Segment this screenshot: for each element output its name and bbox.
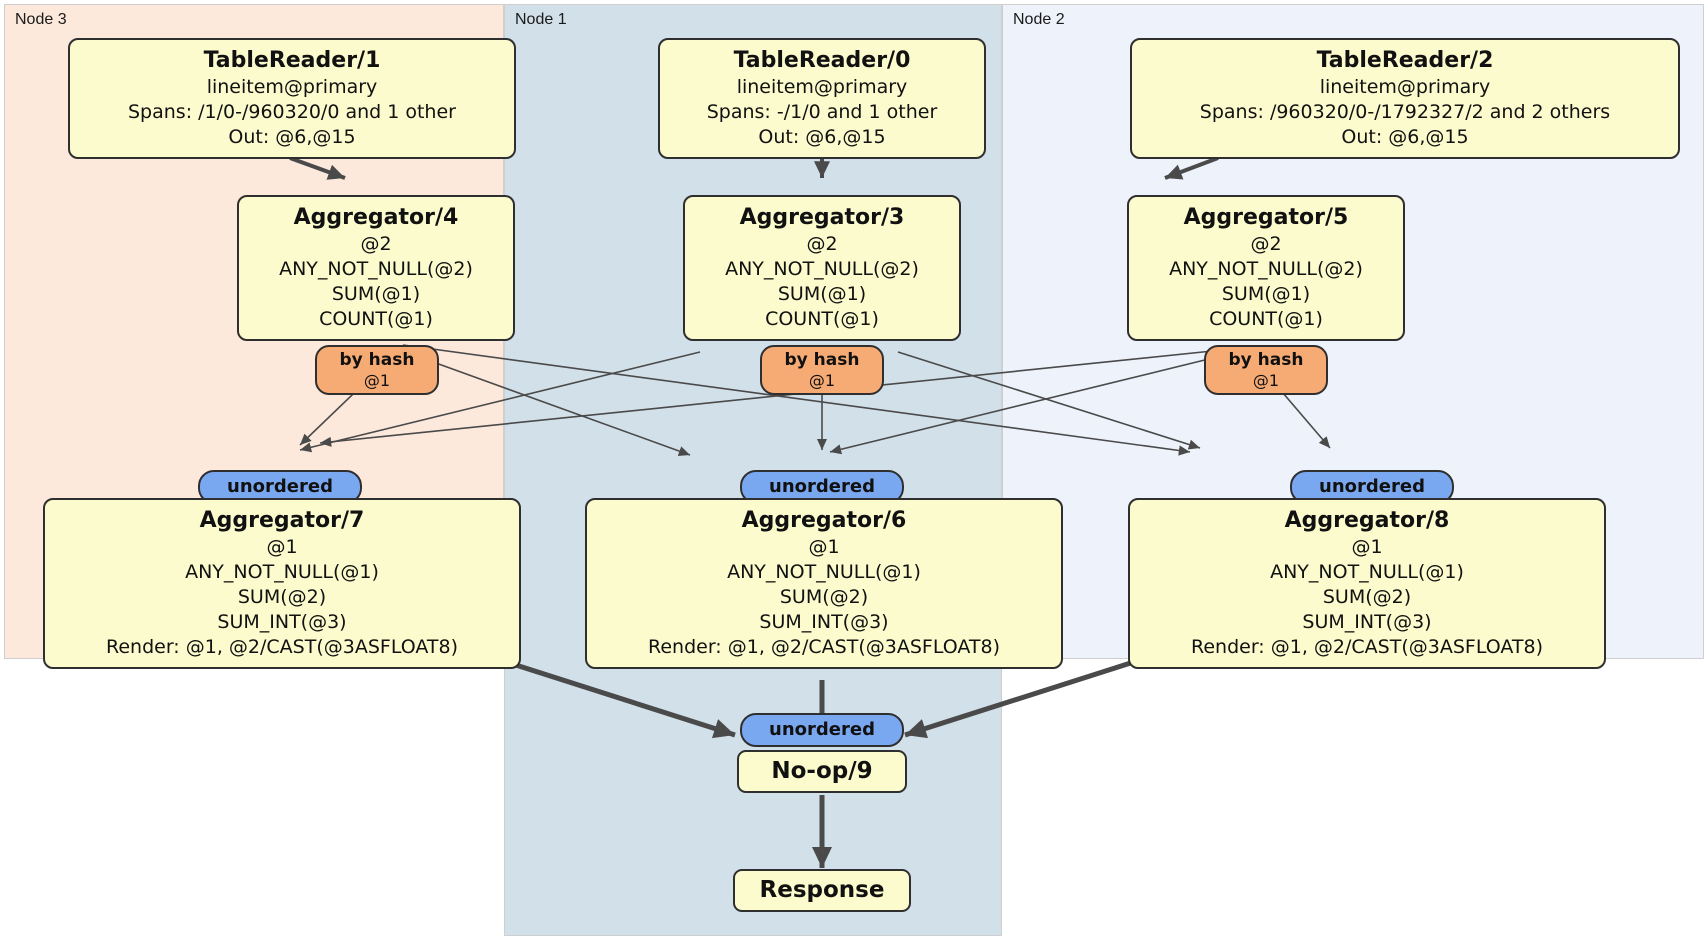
processor-response[interactable]: Response: [733, 869, 911, 912]
processor-title: Aggregator/7: [199, 508, 365, 533]
processor-table-reader-2[interactable]: TableReader/2 lineitem@primary Spans: /9…: [1130, 38, 1680, 159]
processor-aggregator-7[interactable]: Aggregator/7 @1 ANY_NOT_NULL(@1) SUM(@2)…: [43, 498, 521, 669]
processor-aggregator-5[interactable]: Aggregator/5 @2 ANY_NOT_NULL(@2) SUM(@1)…: [1127, 195, 1405, 341]
processor-detail-render: Render: @1, @2/CAST(@3ASFLOAT8): [1191, 636, 1543, 658]
processor-detail-agg-3: COUNT(@1): [1209, 308, 1323, 330]
processor-detail-agg-2: SUM(@1): [331, 283, 421, 305]
processor-title: Aggregator/8: [1284, 508, 1450, 533]
processor-title: TableReader/0: [733, 48, 911, 73]
node-panel-label-node-1: Node 1: [515, 11, 567, 28]
processor-title: Response: [759, 877, 885, 903]
processor-detail-groupcol: @2: [806, 233, 838, 255]
processor-detail-agg-3: COUNT(@1): [319, 308, 433, 330]
processor-detail-agg-1: ANY_NOT_NULL(@1): [727, 561, 921, 583]
processor-detail-spans: Spans: -/1/0 and 1 other: [706, 101, 938, 123]
processor-detail-table: lineitem@primary: [206, 76, 378, 98]
processor-aggregator-3[interactable]: Aggregator/3 @2 ANY_NOT_NULL(@2) SUM(@1)…: [683, 195, 961, 341]
router-unordered-final[interactable]: unordered: [740, 713, 904, 747]
router-label: by hash: [1228, 350, 1304, 370]
router-by-hash-left[interactable]: by hash @1: [315, 345, 439, 395]
processor-detail-agg-1: ANY_NOT_NULL(@2): [725, 258, 919, 280]
processor-table-reader-0[interactable]: TableReader/0 lineitem@primary Spans: -/…: [658, 38, 986, 159]
processor-detail-spans: Spans: /960320/0-/1792327/2 and 2 others: [1199, 101, 1611, 123]
processor-detail-out: Out: @6,@15: [758, 126, 886, 148]
processor-detail-agg-3: COUNT(@1): [765, 308, 879, 330]
processor-detail-render: Render: @1, @2/CAST(@3ASFLOAT8): [648, 636, 1000, 658]
node-panel-label-node-2: Node 2: [1013, 11, 1065, 28]
router-label: unordered: [769, 476, 875, 497]
processor-detail-groupcol: @1: [266, 536, 298, 558]
processor-detail-agg-3: SUM_INT(@3): [1302, 611, 1432, 633]
processor-detail-agg-2: SUM(@1): [777, 283, 867, 305]
processor-detail-agg-2: SUM(@2): [1322, 586, 1412, 608]
processor-detail-render: Render: @1, @2/CAST(@3ASFLOAT8): [106, 636, 458, 658]
router-label: unordered: [1319, 476, 1425, 497]
router-label: by hash: [784, 350, 860, 370]
processor-title: Aggregator/4: [293, 205, 459, 230]
processor-aggregator-6[interactable]: Aggregator/6 @1 ANY_NOT_NULL(@1) SUM(@2)…: [585, 498, 1063, 669]
processor-aggregator-4[interactable]: Aggregator/4 @2 ANY_NOT_NULL(@2) SUM(@1)…: [237, 195, 515, 341]
processor-detail-groupcol: @2: [360, 233, 392, 255]
processor-detail-out: Out: @6,@15: [228, 126, 356, 148]
router-column: @1: [1252, 371, 1280, 390]
processor-title: Aggregator/3: [739, 205, 905, 230]
processor-detail-spans: Spans: /1/0-/960320/0 and 1 other: [128, 101, 456, 123]
processor-detail-groupcol: @1: [1351, 536, 1383, 558]
processor-no-op-9[interactable]: No-op/9: [737, 750, 907, 793]
processor-detail-agg-3: SUM_INT(@3): [217, 611, 347, 633]
router-label: unordered: [769, 719, 875, 740]
processor-title: Aggregator/5: [1183, 205, 1349, 230]
node-panel-label-node-3: Node 3: [15, 11, 67, 28]
processor-title: TableReader/2: [1316, 48, 1494, 73]
processor-detail-agg-2: SUM(@2): [779, 586, 869, 608]
router-by-hash-center[interactable]: by hash @1: [760, 345, 884, 395]
router-column: @1: [808, 371, 836, 390]
processor-detail-agg-3: SUM_INT(@3): [759, 611, 889, 633]
processor-detail-table: lineitem@primary: [736, 76, 908, 98]
processor-detail-groupcol: @1: [808, 536, 840, 558]
processor-table-reader-1[interactable]: TableReader/1 lineitem@primary Spans: /1…: [68, 38, 516, 159]
processor-detail-agg-1: ANY_NOT_NULL(@1): [1270, 561, 1464, 583]
router-label: by hash: [339, 350, 415, 370]
processor-title: No-op/9: [771, 758, 873, 784]
processor-title: TableReader/1: [203, 48, 381, 73]
processor-detail-agg-1: ANY_NOT_NULL(@2): [1169, 258, 1363, 280]
processor-detail-table: lineitem@primary: [1319, 76, 1491, 98]
processor-detail-agg-1: ANY_NOT_NULL(@2): [279, 258, 473, 280]
processor-detail-agg-2: SUM(@2): [237, 586, 327, 608]
processor-aggregator-8[interactable]: Aggregator/8 @1 ANY_NOT_NULL(@1) SUM(@2)…: [1128, 498, 1606, 669]
router-column: @1: [363, 371, 391, 390]
processor-detail-out: Out: @6,@15: [1341, 126, 1469, 148]
processor-detail-groupcol: @2: [1250, 233, 1282, 255]
processor-title: Aggregator/6: [741, 508, 907, 533]
router-by-hash-right[interactable]: by hash @1: [1204, 345, 1328, 395]
router-label: unordered: [227, 476, 333, 497]
processor-detail-agg-1: ANY_NOT_NULL(@1): [185, 561, 379, 583]
processor-detail-agg-2: SUM(@1): [1221, 283, 1311, 305]
